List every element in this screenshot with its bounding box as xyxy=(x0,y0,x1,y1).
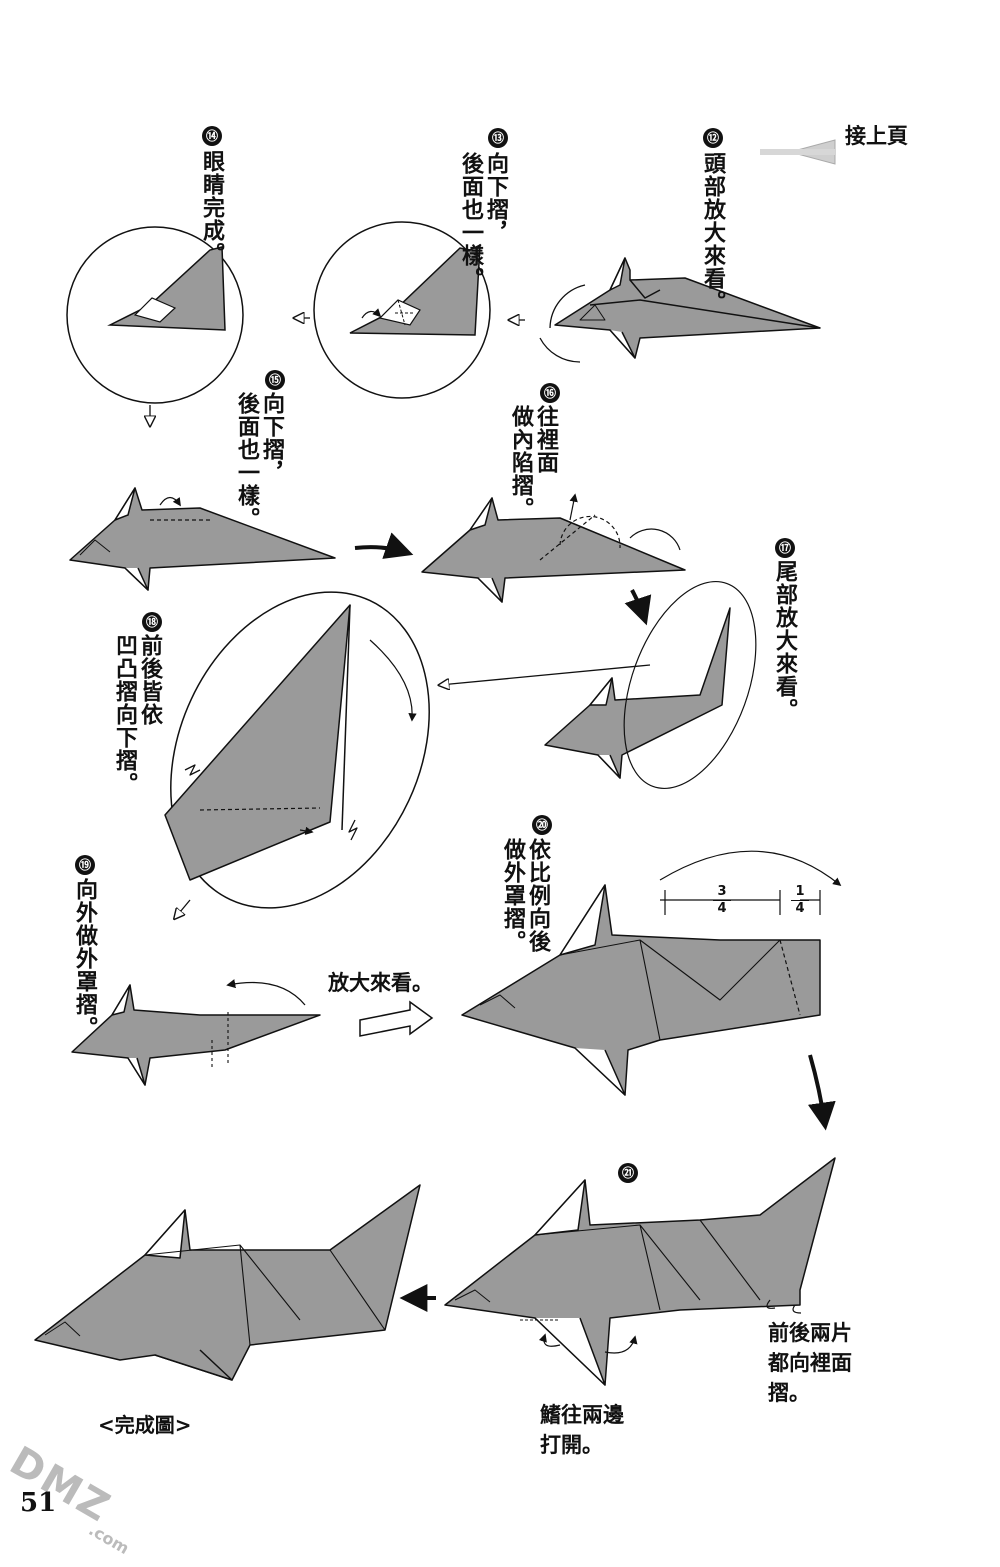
step-19-figure xyxy=(71,979,321,1086)
step-14-figure xyxy=(66,226,244,425)
step-12-text: 頭部放大來看。 xyxy=(700,152,725,313)
tail-fold-note: 前後兩片 都向裡面 摺。 xyxy=(768,1321,852,1405)
step-13-text: 向下摺， 後面也一樣。 xyxy=(458,152,508,290)
step-16-number: ⑯ xyxy=(540,383,560,403)
complete-shark-figure xyxy=(34,1184,421,1381)
step-20-figure xyxy=(461,850,842,1096)
zoom-label: 放大來看。 xyxy=(328,971,433,995)
step-21-number: ㉑ xyxy=(618,1163,638,1183)
fin-open-note: 鰭往兩邊 打開。 xyxy=(540,1403,624,1457)
step-16-figure xyxy=(421,493,686,603)
step-15-figure xyxy=(69,487,336,591)
arrow-15-16-icon xyxy=(354,532,414,559)
step-13-number: ⑬ xyxy=(488,128,508,148)
step-14-text: 眼睛完成。 xyxy=(199,150,224,265)
zoom-arrow-icon xyxy=(359,1000,434,1037)
fraction-left-bar xyxy=(713,900,731,901)
fraction-one-quarter: 1 4 xyxy=(791,885,809,916)
page-number: 51 xyxy=(20,1488,57,1518)
step-19-text: 向外做外罩摺。 xyxy=(72,878,97,1039)
complete-label: <完成圖> xyxy=(98,1413,192,1437)
step-21-figure xyxy=(444,1157,836,1386)
arrow-16-17-icon xyxy=(624,589,652,626)
fraction-right-bar xyxy=(791,900,809,901)
step-12-number: ⑫ xyxy=(703,128,723,148)
step-17-figure xyxy=(440,580,757,790)
step-17-number: ⑰ xyxy=(775,538,795,558)
fraction-left-num: 3 xyxy=(717,884,727,899)
step-13-figure xyxy=(295,221,491,399)
continue-label: 接上頁 xyxy=(845,124,908,148)
fraction-right-num: 1 xyxy=(795,884,805,899)
step-18-text: 前後皆依 凹凸摺向下摺。 xyxy=(112,634,162,795)
step-20-number: ⑳ xyxy=(532,815,552,835)
step-12-figure xyxy=(510,257,821,363)
step-15-number: ⑮ xyxy=(265,370,285,390)
step-16-text: 往裡面 做內陷摺。 xyxy=(508,405,558,520)
step-17-text: 尾部放大來看。 xyxy=(772,560,797,721)
step-19-number: ⑲ xyxy=(75,855,95,875)
fraction-left-den: 4 xyxy=(717,901,727,916)
step-20-text: 依比例向後 做外罩摺。 xyxy=(500,838,550,953)
continue-arrow-icon xyxy=(760,139,836,165)
step-18-number: ⑱ xyxy=(142,612,162,632)
fraction-three-quarters: 3 4 xyxy=(713,885,731,916)
fraction-right-den: 4 xyxy=(795,901,805,916)
step-15-text: 向下摺， 後面也一樣。 xyxy=(234,392,284,530)
arrow-20-21-icon xyxy=(807,1054,836,1131)
step-18-figure xyxy=(164,591,430,951)
step-14-number: ⑭ xyxy=(202,126,222,146)
